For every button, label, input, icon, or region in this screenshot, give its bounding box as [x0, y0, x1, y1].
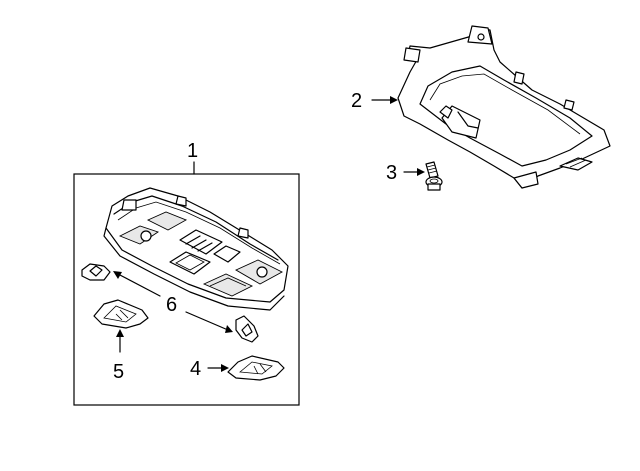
overhead-console	[103, 187, 289, 311]
bulb-clip-left	[81, 263, 111, 281]
callout-4: 4	[190, 358, 201, 380]
leader-lines	[113, 96, 425, 372]
callout-2: 2	[351, 90, 362, 112]
lens-right	[227, 355, 285, 381]
screw	[425, 161, 443, 191]
callout-5: 5	[113, 361, 124, 383]
callout-1: 1	[187, 140, 198, 162]
mounting-bracket	[397, 25, 611, 189]
callout-6: 6	[166, 294, 177, 316]
bulb-clip-right	[235, 315, 259, 343]
console-assembly-box	[73, 173, 300, 406]
lens-left	[93, 299, 149, 329]
callout-3: 3	[386, 162, 397, 184]
